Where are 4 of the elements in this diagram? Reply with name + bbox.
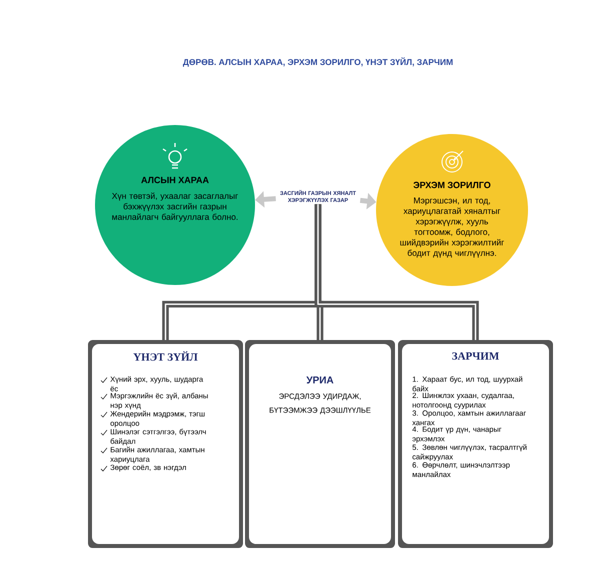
title: ДӨРӨВ. АЛСЫН ХАРАА, ЭРХЭМ ЗОРИЛГО, ҮНЭТ ЗҮЙЛ, ЗАРЧИМ (182, 57, 453, 67)
circle-panel: ЭРХЭМ ЗОРИЛГО Мэргэшсэн, ил тод, хариуцлагатай хяналтыг хэрэгжүүлж, хууль тогтоомж, бодлого, шийдвэрийн хэрэгжилтийг бодит дүнд чиглүүлнэ. (376, 134, 528, 286)
connector (314, 204, 479, 340)
circle-panel: АЛСЫН ХАРАА Хүн төвтэй, ухаалаг засаглалыг бэхжүүлэх засгийн газрын манлайлагч байгууллага болно. (95, 125, 255, 285)
